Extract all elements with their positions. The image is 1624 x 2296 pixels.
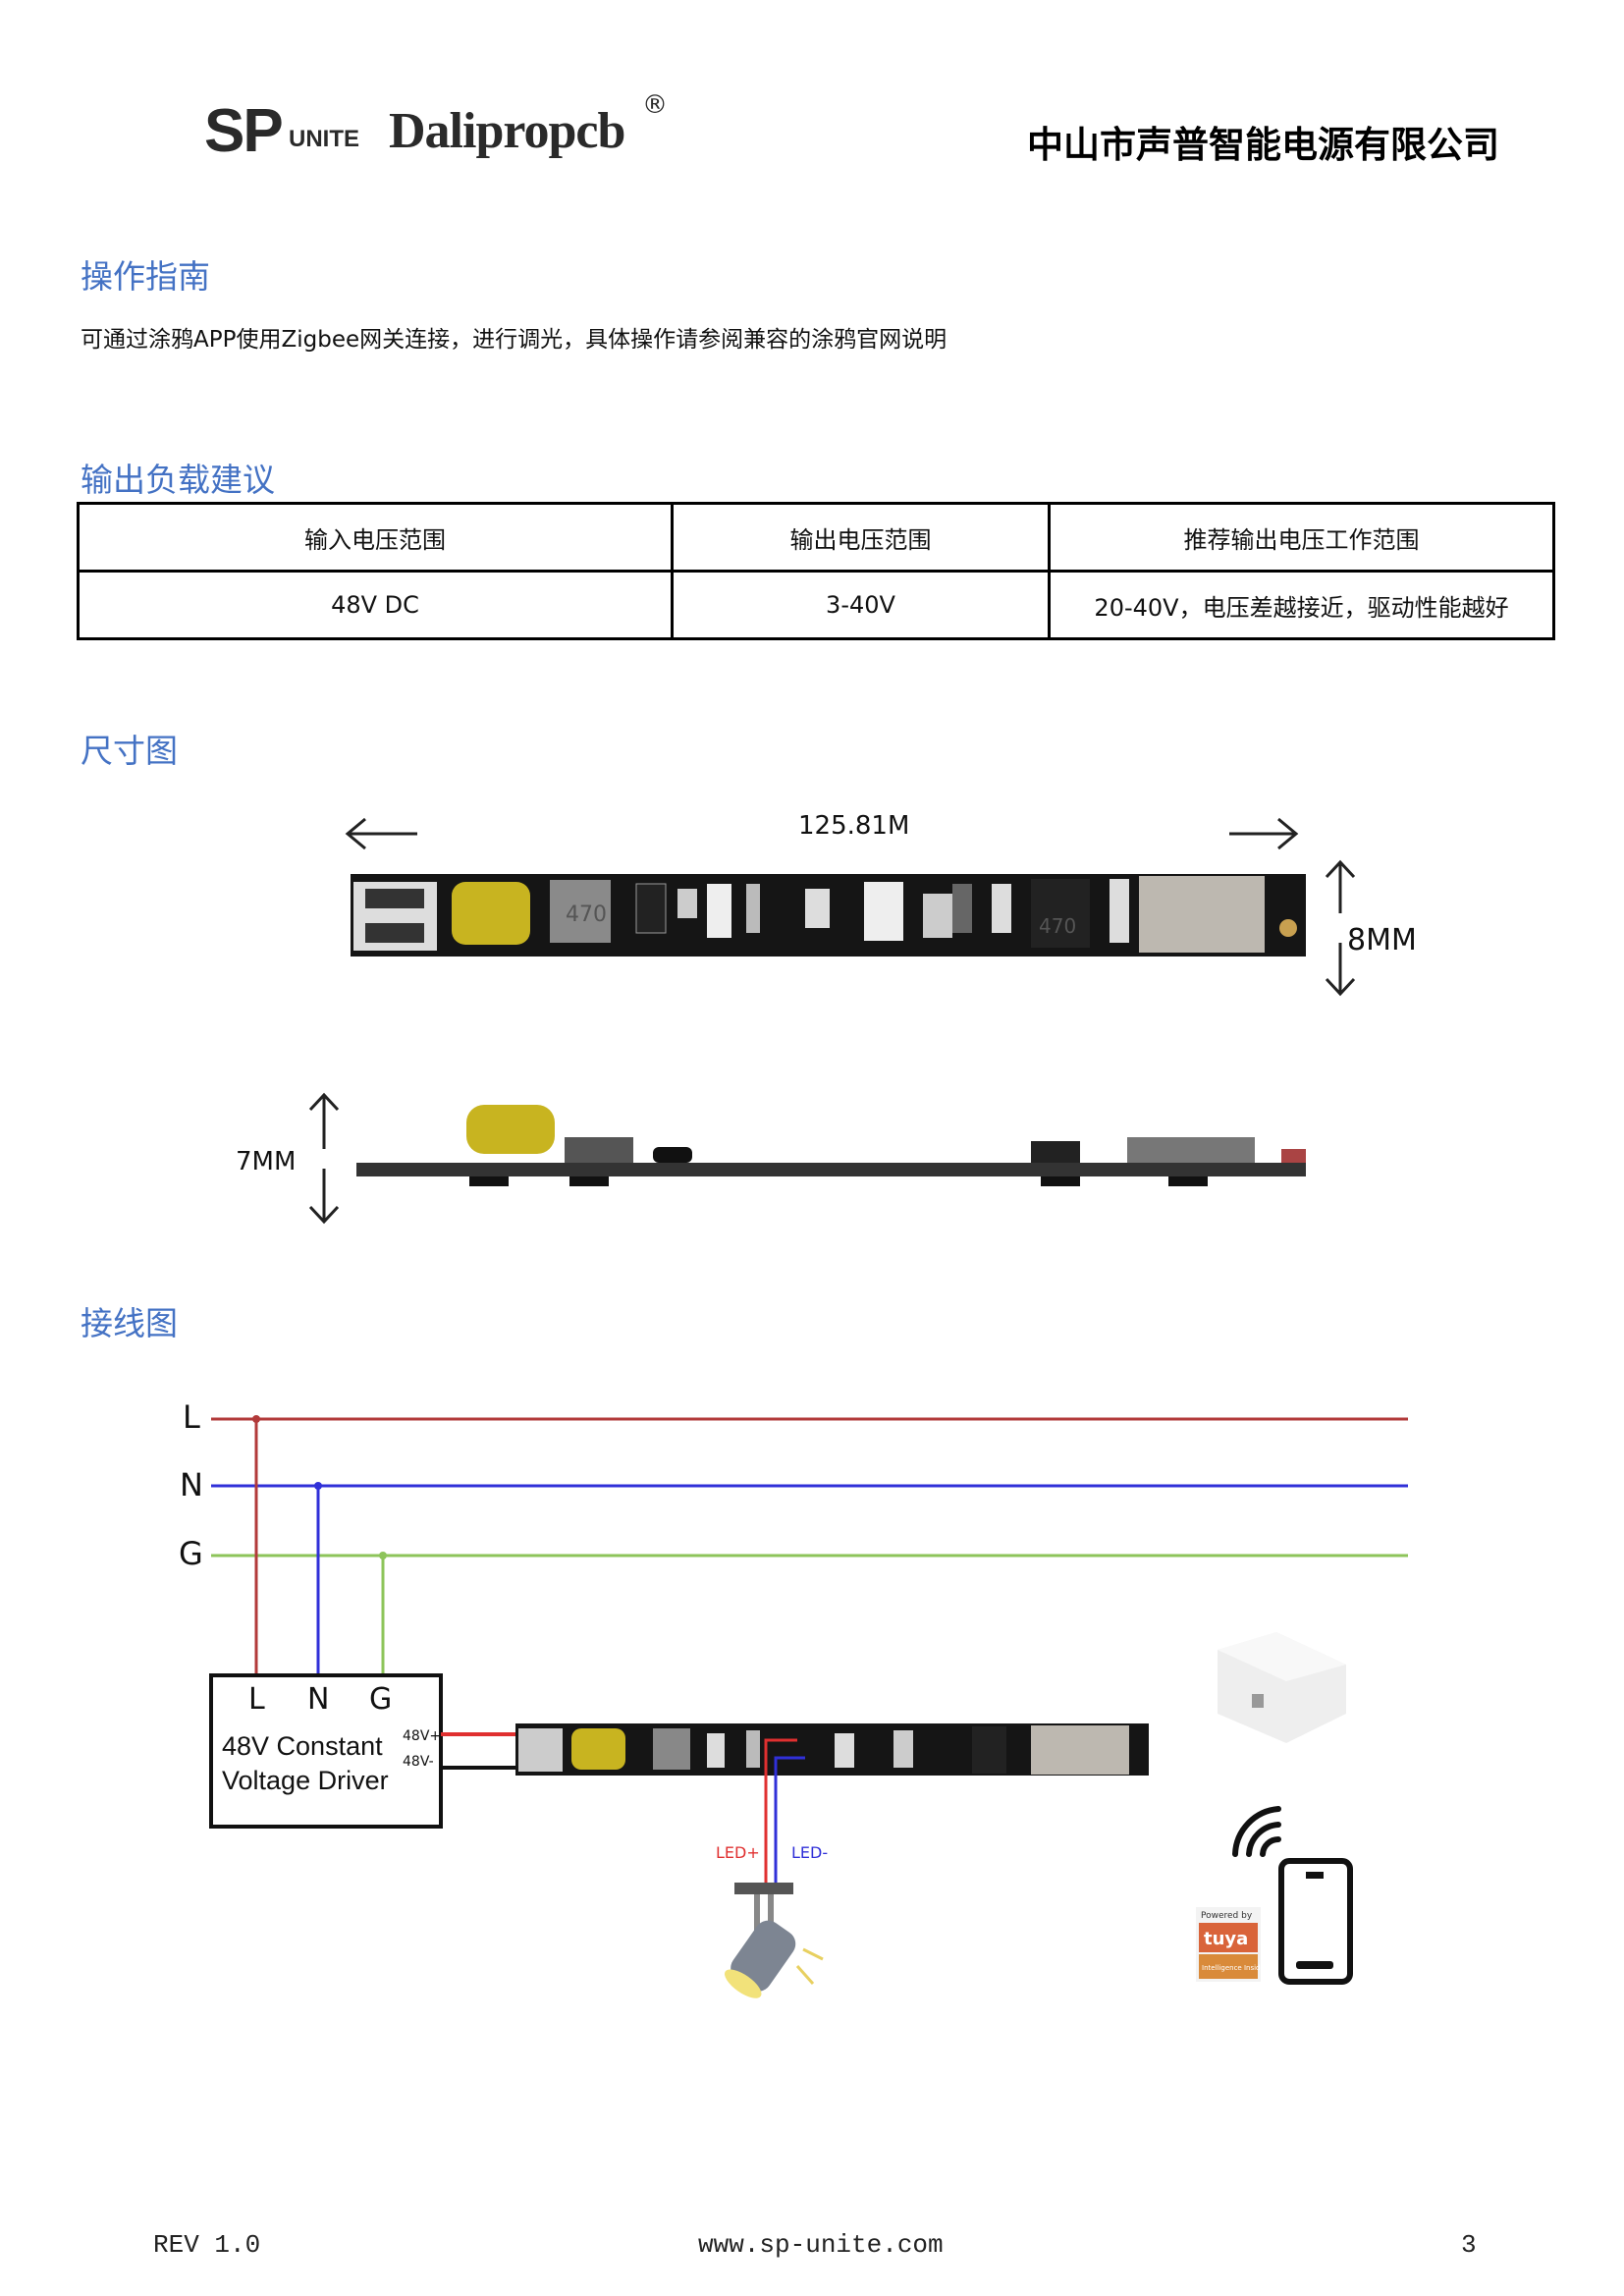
line-label-l: L — [183, 1398, 200, 1436]
zigbee-gateway-icon — [1218, 1632, 1346, 1743]
svg-text:Intelligence Inside: Intelligence Inside — [1202, 1964, 1265, 1972]
section-title-dimensions: 尺寸图 — [81, 732, 178, 770]
logo-sp: SP — [204, 97, 284, 165]
driver-name-line1: 48V Constant — [222, 1731, 383, 1761]
pcb-wiring-view — [515, 1723, 1149, 1776]
tuya-badge: Powered by tuya Intelligence Inside — [1196, 1907, 1265, 1982]
logo-unite: UNITE — [289, 126, 359, 152]
line-label-n: N — [180, 1466, 203, 1503]
terminal-l: L — [248, 1682, 265, 1717]
height-label: 7MM — [236, 1147, 297, 1176]
logo-brand: Dalipropcb — [389, 103, 625, 159]
inductor-mark: 470 — [1039, 914, 1076, 938]
footer-revision: REV 1.0 — [153, 2230, 261, 2260]
driver-name-line2: Voltage Driver — [222, 1766, 389, 1795]
table-header: 输入电压范围 — [77, 502, 674, 573]
table-cell: 3-40V — [671, 570, 1051, 640]
pcb-side-view — [356, 1105, 1306, 1186]
led-plus-label: LED+ — [716, 1843, 760, 1862]
spotlight-icon — [724, 1883, 824, 1998]
mains-lines — [211, 1415, 1408, 1675]
out-plus-label: 48V+ — [403, 1728, 442, 1744]
section-title-load: 输出负载建议 — [81, 461, 275, 499]
company-name: 中山市声普智能电源有限公司 — [1027, 124, 1499, 166]
svg-text:tuya: tuya — [1204, 1929, 1248, 1949]
section-title-wiring: 接线图 — [81, 1304, 178, 1342]
registered-mark: ® — [642, 90, 668, 120]
table-cell: 48V DC — [77, 570, 674, 640]
led-minus-label: LED- — [791, 1843, 829, 1862]
length-label: 125.81M — [798, 811, 910, 841]
inductor-mark: 470 — [566, 902, 607, 927]
table-header: 推荐输出电压工作范围 — [1048, 502, 1555, 573]
terminal-n: N — [307, 1682, 330, 1717]
length-arrows — [308, 817, 1356, 1225]
table-cell: 20-40V，电压差越接近，驱动性能越好 — [1048, 570, 1555, 640]
section-title-operation: 操作指南 — [81, 257, 210, 296]
wifi-icon — [1232, 1806, 1281, 1857]
table-row: 48V DC 3-40V 20-40V，电压差越接近，驱动性能越好 — [77, 570, 1555, 640]
footer-website[interactable]: www.sp-unite.com — [698, 2230, 944, 2260]
line-label-g: G — [179, 1535, 203, 1572]
out-minus-label: 48V- — [403, 1754, 434, 1770]
phone-icon — [1278, 1858, 1353, 1985]
driver-box — [209, 1673, 443, 1829]
page-number: 3 — [1461, 2230, 1477, 2260]
operation-text: 可通过涂鸦APP使用Zigbee网关连接，进行调光，具体操作请参阅兼容的涂鸦官网… — [81, 327, 947, 353]
svg-text:Powered by: Powered by — [1201, 1911, 1253, 1921]
led-wires — [764, 1738, 805, 1886]
table-header-row: 输入电压范围 输出电压范围 推荐输出电压工作范围 — [77, 502, 1555, 573]
table-header: 输出电压范围 — [671, 502, 1051, 573]
terminal-g: G — [369, 1682, 393, 1717]
load-table: 输入电压范围 输出电压范围 推荐输出电压工作范围 48V DC 3-40V 20… — [77, 502, 1555, 640]
width-label: 8MM — [1347, 923, 1417, 957]
pcb-top-view: 470 470 — [351, 874, 1306, 957]
